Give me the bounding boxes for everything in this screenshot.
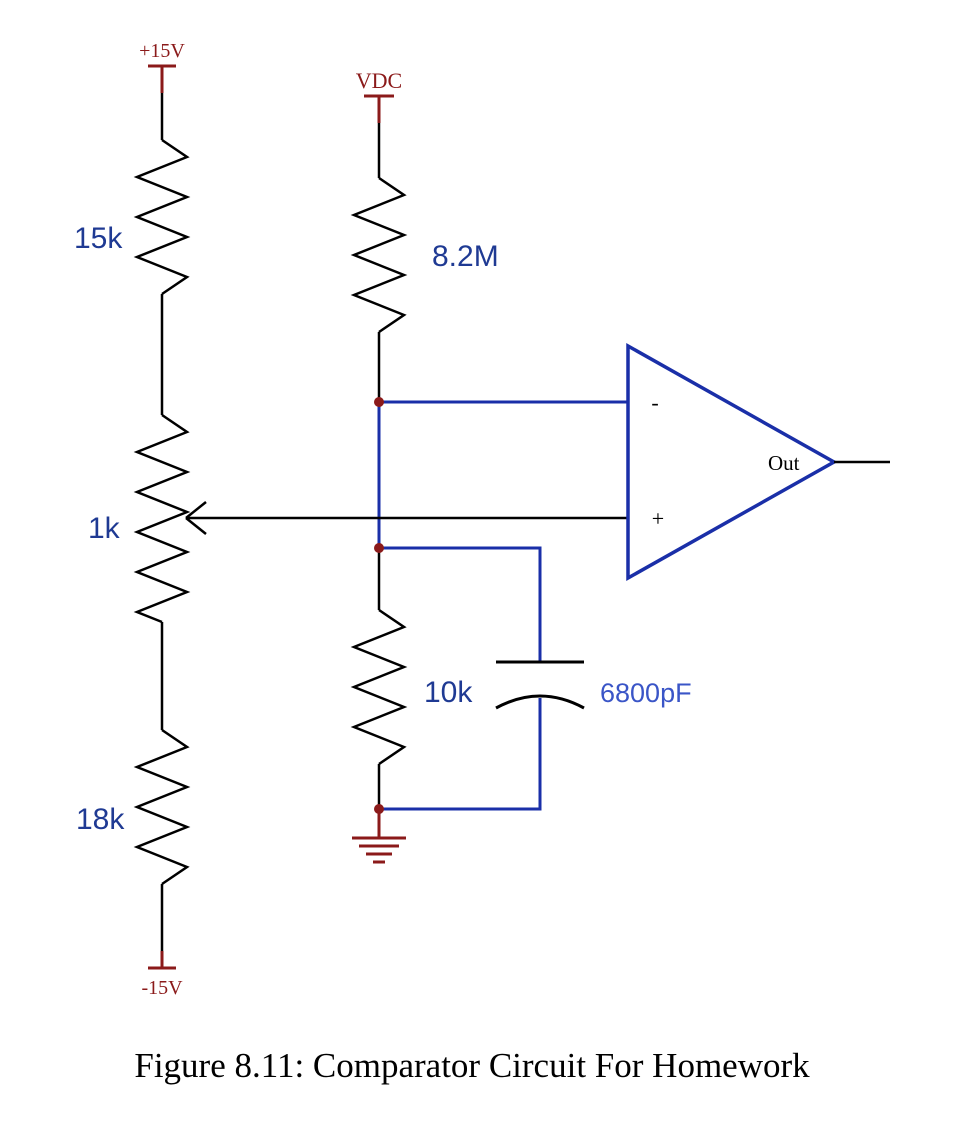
capacitor-6800pf-label: 6800pF xyxy=(600,678,692,708)
node-dot-ground xyxy=(374,804,384,814)
comparator-opamp xyxy=(626,343,838,581)
opamp-noninverting-label: + xyxy=(652,506,664,531)
supply-vdc-label: VDC xyxy=(356,68,402,93)
ground-icon xyxy=(352,836,406,864)
resistor-15k-label: 15k xyxy=(74,222,123,255)
resistor-15k xyxy=(133,138,191,296)
potentiometer-wiper-arrow xyxy=(185,501,207,535)
wire-capacitor-to-ground-blue xyxy=(379,698,542,811)
comparator-schematic: +15V 15k 1k 18k -15V VDC 8.2M 10k xyxy=(74,40,890,999)
resistor-8m2 xyxy=(350,176,408,334)
node-dot-capacitor xyxy=(374,543,384,553)
supply-positive-terminal xyxy=(148,64,176,93)
resistor-8m2-label: 8.2M xyxy=(432,240,499,273)
supply-positive-label: +15V xyxy=(139,40,185,62)
wire-node-to-capacitor-blue xyxy=(379,546,542,662)
resistor-18k xyxy=(133,728,191,886)
node-dot-inverting xyxy=(374,397,384,407)
resistor-18k-label: 18k xyxy=(76,803,125,836)
opamp-output-label: Out xyxy=(768,451,800,475)
supply-negative-label: -15V xyxy=(141,977,183,999)
potentiometer-1k-label: 1k xyxy=(88,512,121,545)
supply-negative-terminal xyxy=(148,951,176,970)
resistor-10k-label: 10k xyxy=(424,676,473,709)
supply-vdc-terminal xyxy=(364,94,394,123)
capacitor-6800pf xyxy=(495,660,585,710)
opamp-inverting-label: - xyxy=(651,390,658,415)
figure-caption: Figure 8.11: Comparator Circuit For Home… xyxy=(134,1046,810,1085)
potentiometer-1k xyxy=(133,413,191,624)
resistor-10k xyxy=(350,608,408,766)
